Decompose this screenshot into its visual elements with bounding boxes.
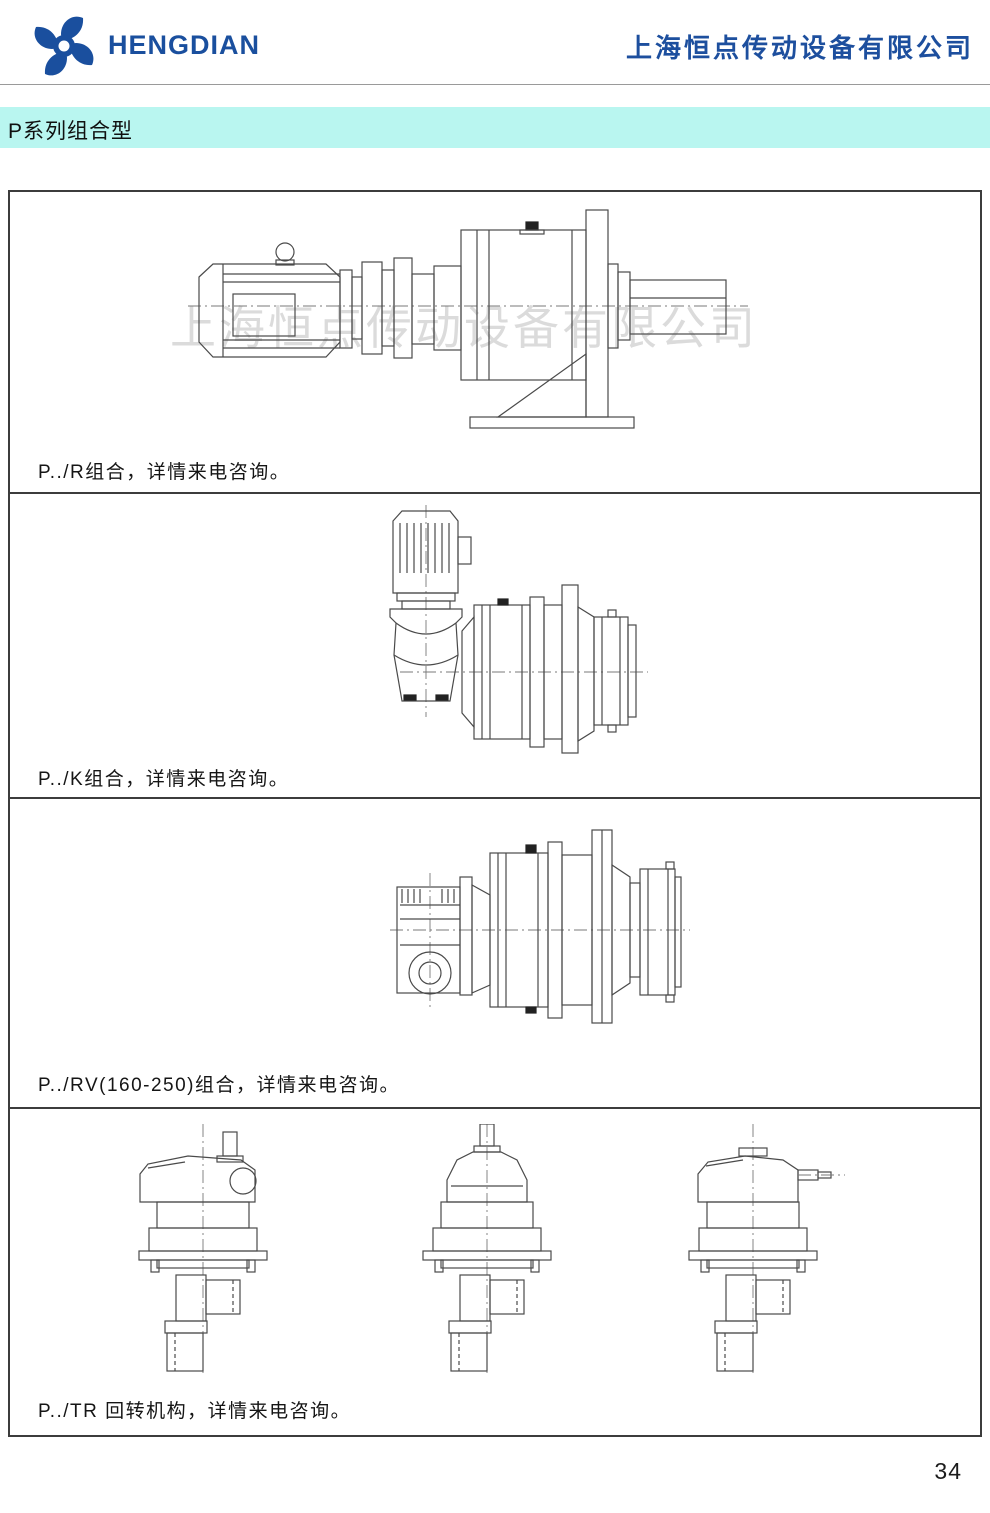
pinwheel-logo-icon: [34, 16, 94, 76]
panel-p-tr: P../TR 回转机构，详情来电咨询。: [10, 1109, 980, 1435]
section-banner: P系列组合型: [0, 107, 990, 148]
company-name: 上海恒点传动设备有限公司: [625, 34, 974, 63]
watermark-text: 上海恒点传动设备有限公司: [170, 302, 758, 354]
panel-p-r: 上海恒点传动设备有限公司: [10, 192, 980, 494]
section-title: P系列组合型: [8, 120, 134, 143]
panel-p-rv: P../RV(160-250)组合，详情来电咨询。: [10, 799, 980, 1109]
brand-name: HENGDIAN: [108, 30, 261, 60]
content-box: 上海恒点传动设备有限公司: [8, 190, 982, 1437]
caption-p-k: P../K组合，详情来电咨询。: [38, 769, 290, 790]
drawing-p-rv-combination: [390, 829, 690, 1024]
caption-p-tr: P../TR 回转机构，详情来电咨询。: [38, 1401, 352, 1422]
panel-p-k: P../K组合，详情来电咨询。: [10, 494, 980, 799]
header-divider: [0, 84, 990, 85]
drawing-p-r-combination: [188, 209, 748, 429]
page-header: HENGDIAN 上海恒点传动设备有限公司: [0, 0, 990, 85]
page-number: 34: [934, 1458, 962, 1484]
caption-p-r: P../R组合，详情来电咨询。: [38, 462, 291, 483]
caption-p-rv: P../RV(160-250)组合，详情来电咨询。: [38, 1075, 400, 1096]
drawing-p-k-combination: [389, 505, 648, 754]
drawing-p-tr-mechanisms: [138, 1124, 845, 1374]
